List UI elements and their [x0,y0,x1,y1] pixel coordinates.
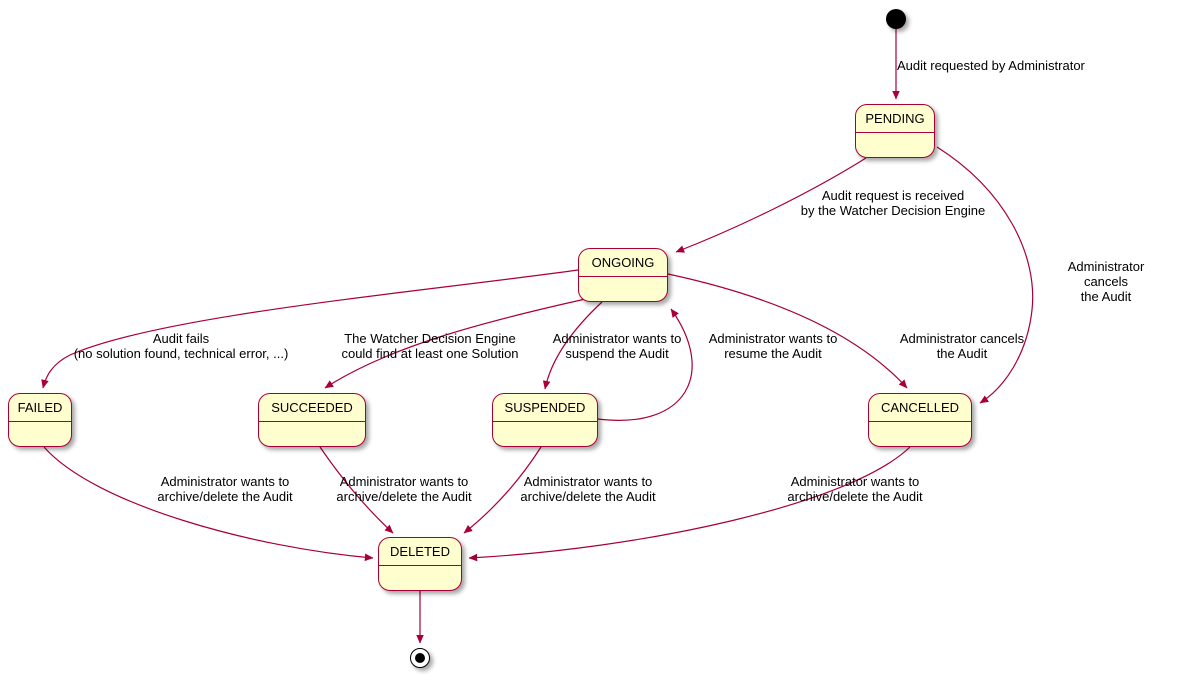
state-deleted: DELETED [378,537,462,591]
edge-label-cancelled-deleted: Administrator wants to archive/delete th… [787,474,923,504]
edge-label-start-pending: Audit requested by Administrator [897,58,1085,73]
edge-ongoing-to-succeeded [324,297,591,389]
state-separator [869,421,971,422]
edge-label-suspended-ongoing: Administrator wants to resume the Audit [708,331,838,361]
state-pending-label: PENDING [865,111,925,126]
edge-ongoing-to-failed [41,269,579,389]
state-separator [259,421,365,422]
state-cancelled: CANCELLED [868,393,972,447]
state-deleted-label: DELETED [390,544,450,559]
edge-failed-to-deleted [43,446,374,562]
edge-ongoing-to-cancelled [667,273,908,389]
edge-label-failed-deleted: Administrator wants to archive/delete th… [157,474,293,504]
edge-suspended-to-ongoing [597,308,693,421]
final-state-node [410,648,430,668]
edge-label-ongoing-suspended: Administrator wants to suspend the Audit [552,331,682,361]
edge-cancelled-to-deleted [468,446,911,562]
state-ongoing-label: ONGOING [591,255,655,270]
state-separator [856,132,934,133]
state-pending: PENDING [855,104,935,158]
edge-pending-to-ongoing [675,157,867,253]
edge-ongoing-to-suspended [542,301,603,390]
edge-label-pending-ongoing: Audit request is received by the Watcher… [800,188,986,218]
state-separator [493,421,597,422]
edge-pending-to-cancelled [936,146,1034,404]
state-suspended-label: SUSPENDED [504,400,586,415]
state-failed: FAILED [8,393,72,447]
edge-label-ongoing-succeeded: The Watcher Decision Engine could find a… [341,331,519,361]
edge-label-ongoing-cancelled: Administrator cancels the Audit [899,331,1025,361]
state-ongoing: ONGOING [578,248,668,302]
edge-label-pending-cancelled: Administrator cancels the Audit [1067,259,1145,304]
state-suspended: SUSPENDED [492,393,598,447]
edge-label-ongoing-failed: Audit fails (no solution found, technica… [73,331,289,361]
state-failed-label: FAILED [17,400,63,415]
state-separator [9,421,71,422]
initial-state-node [886,9,906,29]
edge-label-succeeded-deleted: Administrator wants to archive/delete th… [336,474,472,504]
state-separator [579,276,667,277]
state-succeeded-label: SUCCEEDED [271,400,353,415]
edge-succeeded-to-deleted [319,446,394,534]
edge-label-suspended-deleted: Administrator wants to archive/delete th… [520,474,656,504]
state-succeeded: SUCCEEDED [258,393,366,447]
final-state-inner-dot [415,653,425,663]
edge-suspended-to-deleted [463,446,542,534]
state-cancelled-label: CANCELLED [880,400,960,415]
state-separator [379,565,461,566]
